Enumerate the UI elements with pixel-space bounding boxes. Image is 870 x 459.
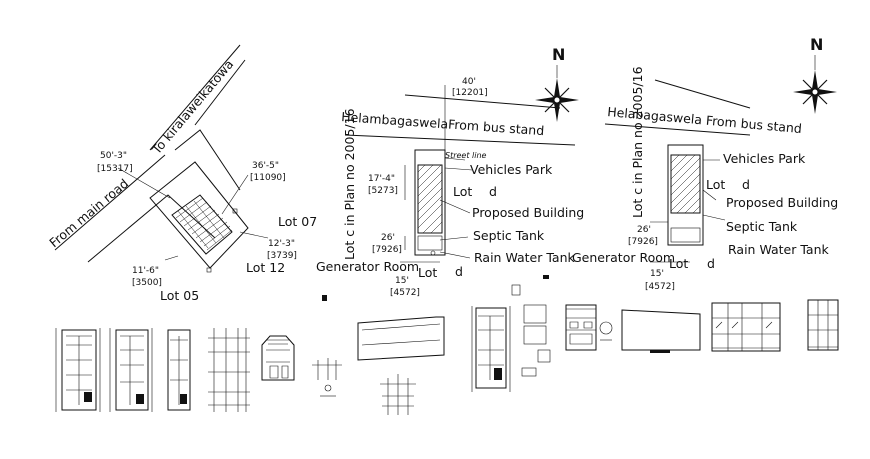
site-plan-middle: 40' [12201] HelambagaswelaFrom bus stand… [316, 77, 584, 298]
road-edge [654, 79, 751, 109]
dim-line [404, 85, 446, 255]
septic-tank [417, 235, 443, 251]
section-thumbnail [357, 316, 445, 361]
dim-bottom-mm: [4572] [390, 288, 420, 298]
north-arrow: N [535, 45, 579, 122]
elevation-thumbnail [565, 304, 613, 351]
label-rain-water-tank: Rain Water Tank [474, 250, 576, 265]
label-lot: Lot [706, 177, 725, 192]
label-lot-letter: d [707, 256, 715, 271]
north-label: N [810, 35, 823, 54]
road-edge [149, 44, 241, 151]
road-edge [194, 59, 246, 126]
label-rain-water-tank: Rain Water Tank [728, 242, 830, 257]
building-footprint [417, 164, 443, 234]
dim-line [117, 167, 171, 199]
label-septic-tank: Septic Tank [473, 228, 545, 243]
north-label: N [552, 45, 565, 64]
dim-left2-mm: [7926] [372, 245, 402, 255]
dim-bottom: 15' [650, 269, 664, 279]
lot-label: Lot 12 [246, 260, 285, 275]
dim-line [221, 174, 249, 215]
road-label: HelambagaswelaFrom bus stand [341, 109, 545, 138]
lot-label: Lot 05 [160, 288, 199, 303]
leader-line [444, 157, 466, 161]
dim-line [650, 145, 726, 263]
label-lot: Lot [453, 184, 472, 199]
road-edge [54, 154, 166, 251]
dim-left1-mm: [5273] [368, 186, 398, 196]
dim-bottom-mm: [3500] [132, 278, 162, 288]
label-generator-room: Generator Room [572, 250, 675, 265]
label-proposed-building: Proposed Building [472, 205, 584, 220]
dim-left: 26' [637, 225, 651, 235]
column-detail-thumbnail [380, 374, 416, 415]
dim-left2: 26' [381, 233, 395, 243]
detail-thumbnail [511, 275, 551, 377]
label-lot: Lot [418, 265, 437, 280]
dim-top-mm: [15317] [97, 164, 133, 174]
label-vehicles-park: Vehicles Park [470, 162, 553, 177]
road-edge [174, 129, 241, 191]
label-lot-letter: d [489, 184, 497, 199]
dim-top: 50'-3" [100, 151, 127, 161]
site-plan-left: From main road To kiralaweikatowa 50'-3"… [46, 44, 317, 303]
plan-no-label: Lot c in Plan no 2005/16 [342, 108, 357, 260]
detail-thumbnail [312, 295, 342, 397]
building-footprint [670, 154, 701, 214]
lot-label: Lot 07 [278, 214, 317, 229]
dim-top-mm: [12201] [452, 88, 488, 98]
road-label-kirala: To kiralaweikatowa [148, 57, 236, 158]
plan-no-label: Lot c in Plan no 2005/16 [630, 66, 645, 218]
floor-plan-thumbnail [167, 329, 191, 411]
floor-plan-thumbnail [471, 306, 511, 392]
marker [430, 250, 436, 256]
label-generator-room: Generator Room [316, 259, 419, 274]
section-thumbnail [807, 299, 839, 351]
street-line-label: Street line [445, 151, 487, 160]
dim-right-lower: 12'-3" [268, 239, 295, 249]
road-label-main: From main road [46, 176, 131, 251]
elevation-thumbnail [621, 309, 701, 353]
marker [232, 208, 238, 214]
north-arrow: N [793, 35, 837, 114]
structural-grid-thumbnail [208, 328, 250, 412]
marker [206, 267, 212, 273]
label-lot-letter: d [742, 177, 750, 192]
lot-boundary [149, 161, 249, 269]
dim-right-mm: [11090] [250, 173, 286, 183]
building-footprint [171, 194, 233, 255]
dim-bottom-mm: [4572] [645, 282, 675, 292]
road-edge [604, 123, 751, 136]
floor-plan-thumbnail [109, 328, 153, 412]
dim-left-mm: [7926] [628, 237, 658, 247]
elevation-thumbnail [261, 335, 295, 381]
septic-tank [670, 227, 701, 243]
road-edge [344, 134, 576, 146]
label-septic-tank: Septic Tank [726, 219, 798, 234]
leader-line [439, 167, 473, 259]
label-proposed-building: Proposed Building [726, 195, 838, 210]
dim-line [239, 231, 269, 239]
floor-plan-thumbnail [55, 328, 101, 412]
dim-bottom: 15' [395, 276, 409, 286]
dim-right-lower-mm: [3739] [267, 251, 297, 261]
label-vehicles-park: Vehicles Park [723, 151, 806, 166]
dim-right: 36'-5" [252, 161, 279, 171]
label-lot: Lot [669, 256, 688, 271]
road-edge [87, 194, 216, 263]
dim-bottom: 11'-6" [132, 266, 159, 276]
dim-top: 40' [462, 77, 476, 87]
dim-left1: 17'-4" [368, 174, 395, 184]
section-thumbnail [711, 302, 781, 352]
site-plan-right: Helabagaswela From bus stand Lot c in Pl… [572, 66, 838, 292]
road-edge [404, 94, 561, 109]
dim-line [164, 255, 179, 261]
label-lot-letter: d [455, 264, 463, 279]
